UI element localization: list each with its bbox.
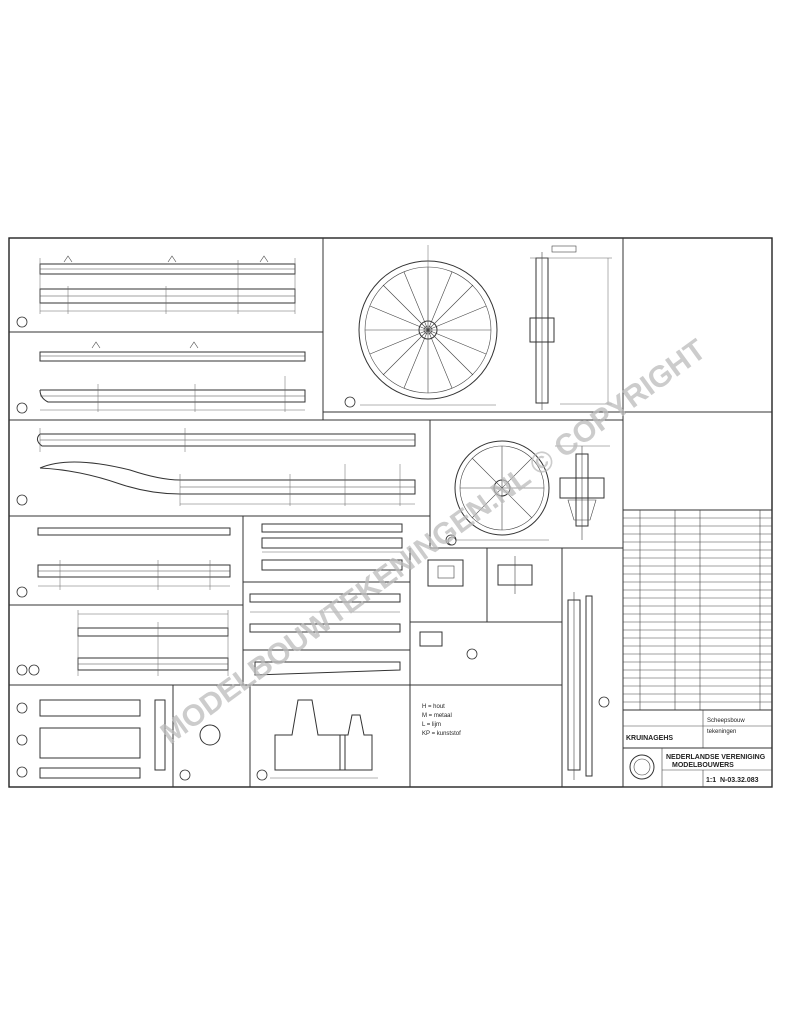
vertical-rod-detail: [567, 592, 610, 780]
part-detail-2: [16, 341, 306, 414]
notes-legend: H = hout M = metaal L = lijm KP = kunsts…: [422, 704, 461, 737]
parts-list-table: [622, 509, 773, 711]
part-detail-3: [16, 428, 416, 506]
bracket-detail: [419, 536, 533, 660]
note-2: M = metaal: [422, 713, 452, 719]
plank-detail: [16, 699, 221, 781]
wheel-front-view: [344, 245, 498, 408]
drawing-subtitle: tekeningen: [707, 729, 736, 735]
note-3: L = lijm: [422, 722, 441, 728]
drawing-title: Scheepsbouw: [707, 718, 745, 724]
scale-value: 1:1: [706, 777, 716, 784]
note-1: H = hout: [422, 704, 445, 710]
part-detail-4: [16, 527, 231, 598]
company-line-1: NEDERLANDSE VERENIGING: [666, 754, 766, 761]
wheel-side-view: [529, 245, 612, 410]
part-detail-1: [16, 255, 296, 328]
title-block: Scheepsbouw tekeningen KRUINAGEHS NEDERL…: [622, 709, 773, 788]
part-detail-5: [16, 610, 229, 676]
profile-cross-section: [256, 699, 378, 781]
drawing-frame: [8, 237, 773, 788]
drawing-number: N-03.32.083: [720, 777, 759, 784]
company-line-2: MODELBOUWERS: [672, 762, 734, 769]
small-wheel-side-view: [555, 445, 610, 540]
name-field: KRUINAGEHS: [626, 735, 673, 742]
part-detail-6: [249, 523, 403, 676]
association-logo-icon: [629, 754, 655, 780]
note-4: KP = kunststof: [422, 731, 461, 737]
